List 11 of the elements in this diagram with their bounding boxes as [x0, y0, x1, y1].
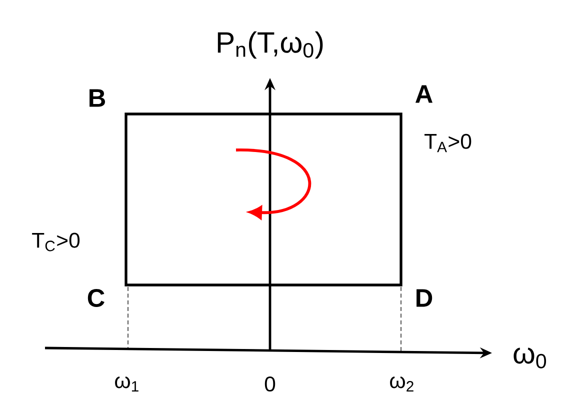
tick-label: ω$_{2}$ — [390, 376, 414, 392]
axis-label: ω$_{0}$ — [514, 348, 546, 368]
tick-label: ω$_{1}$ — [115, 376, 138, 392]
annotation: T$_{C}$>0 — [32, 232, 80, 252]
axis-label: P$_{n}$(T,ω$_{0}$) — [218, 31, 323, 59]
annotation: T$_{A}$>0 — [424, 134, 472, 152]
corner-letter: C — [88, 289, 104, 307]
corner-letter: A — [416, 85, 432, 103]
corner-letter: D — [416, 289, 432, 307]
tick-label: 0 — [264, 376, 276, 392]
corner-letter: B — [90, 89, 105, 107]
